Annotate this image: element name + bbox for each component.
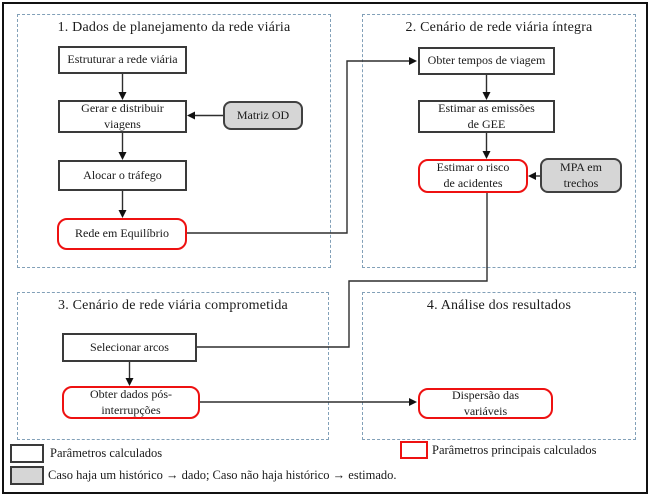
section-title-1: 1. Dados de planejamento da rede viária (57, 20, 291, 35)
legend-swatch-historic (10, 466, 44, 485)
section-title-2: 2. Cenário de rede viária íntegra (405, 20, 593, 35)
flow-box-estimar-emissoes-gee: Estimar as emissões de GEE (418, 100, 555, 133)
legend-label-main-calculated: Parâmetros principais calculados (432, 443, 597, 457)
legend-swatch-main-calculated (400, 441, 428, 459)
flow-box-rede-em-equilibrio: Rede em Equilíbrio (57, 218, 187, 250)
flow-box-selecionar-arcos: Selecionar arcos (62, 333, 197, 362)
flow-box-alocar-trafego: Alocar o tráfego (58, 160, 187, 191)
flow-box-obter-dados-pos-interrupcoes: Obter dados pós- interrupções (62, 386, 200, 419)
legend-label-calculated: Parâmetros calculados (50, 446, 163, 460)
legend-label-historic: Caso haja um histórico → dado; Caso não … (48, 468, 397, 482)
legend-swatch-calculated (10, 444, 44, 463)
section-title-4: 4. Análise dos resultados (426, 298, 572, 313)
section-title-3: 3. Cenário de rede viária comprometida (58, 298, 288, 313)
flow-box-gerar-distribuir-viagens: Gerar e distribuir viagens (58, 100, 187, 133)
flow-box-matriz-od: Matriz OD (223, 101, 303, 130)
flow-box-mpa-em-trechos: MPA em trechos (540, 158, 622, 193)
flow-box-dispersao-variaveis: Dispersão das variáveis (418, 388, 553, 419)
flow-box-estruturar-rede: Estruturar a rede viária (58, 46, 187, 74)
flow-box-estimar-risco-acidentes: Estimar o risco de acidentes (418, 159, 528, 193)
flow-box-obter-tempos-viagem: Obter tempos de viagem (418, 47, 555, 75)
